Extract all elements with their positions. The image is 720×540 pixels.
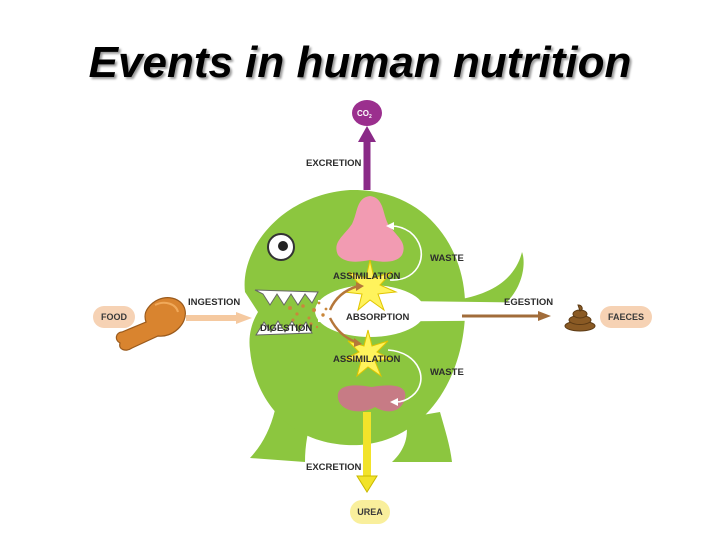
- slide-title: Events in human nutrition: [88, 38, 632, 87]
- excretion-top-label: EXCRETION: [306, 158, 362, 169]
- assimilation-bottom-label: ASSIMILATION: [333, 354, 401, 365]
- co2-pill: [352, 100, 382, 126]
- waste-top-label: WASTE: [430, 253, 464, 264]
- waste-arrow-bottom: [387, 349, 422, 403]
- co2-subscript: 2: [369, 114, 372, 120]
- urea-label: UREA: [357, 507, 383, 517]
- absorption-arrowhead-down: [354, 338, 362, 347]
- absorption-arrowhead-up: [356, 282, 364, 291]
- lung-shape: [336, 196, 404, 262]
- absorption-arrow-up: [328, 284, 359, 311]
- egestion-label: EGESTION: [504, 297, 553, 308]
- waste-bottom-label: WASTE: [430, 367, 464, 378]
- co2-arrowhead: [358, 126, 376, 142]
- egestion-arrowhead: [538, 311, 551, 321]
- co2-label: CO: [357, 109, 369, 118]
- kidney-shape: [337, 385, 406, 412]
- assimilation-top-label: ASSIMILATION: [333, 271, 401, 282]
- food-pill: [93, 306, 135, 328]
- gut-cavity: [315, 285, 425, 337]
- food-label: FOOD: [101, 312, 127, 322]
- waste-arrowhead-top: [386, 222, 394, 230]
- ingestion-label: INGESTION: [188, 297, 240, 308]
- urea-pill: [350, 500, 390, 524]
- urea-arrowhead: [356, 475, 378, 493]
- faeces-label: FAECES: [608, 312, 644, 322]
- assimilation-bottom-starburst: [343, 329, 393, 378]
- waste-arrow-top: [389, 225, 422, 281]
- excretion-bottom-label: EXCRETION: [306, 462, 362, 473]
- waste-arrowhead-bottom: [390, 398, 398, 406]
- food-drumstick-icon: [115, 297, 186, 351]
- svg-text:CO2: CO2: [357, 109, 372, 120]
- faeces-pill: [600, 306, 652, 328]
- faeces-icon: [564, 304, 596, 332]
- digestion-label: DIGESTION: [260, 323, 312, 334]
- digestion-particles: [288, 301, 328, 329]
- creature-teeth: [254, 289, 319, 336]
- ingestion-arrowhead: [236, 312, 252, 324]
- creature-eye: [267, 233, 295, 261]
- absorption-arrow-down: [328, 317, 357, 344]
- absorption-label: ABSORPTION: [346, 312, 409, 323]
- assimilation-top-starburst: [342, 259, 398, 312]
